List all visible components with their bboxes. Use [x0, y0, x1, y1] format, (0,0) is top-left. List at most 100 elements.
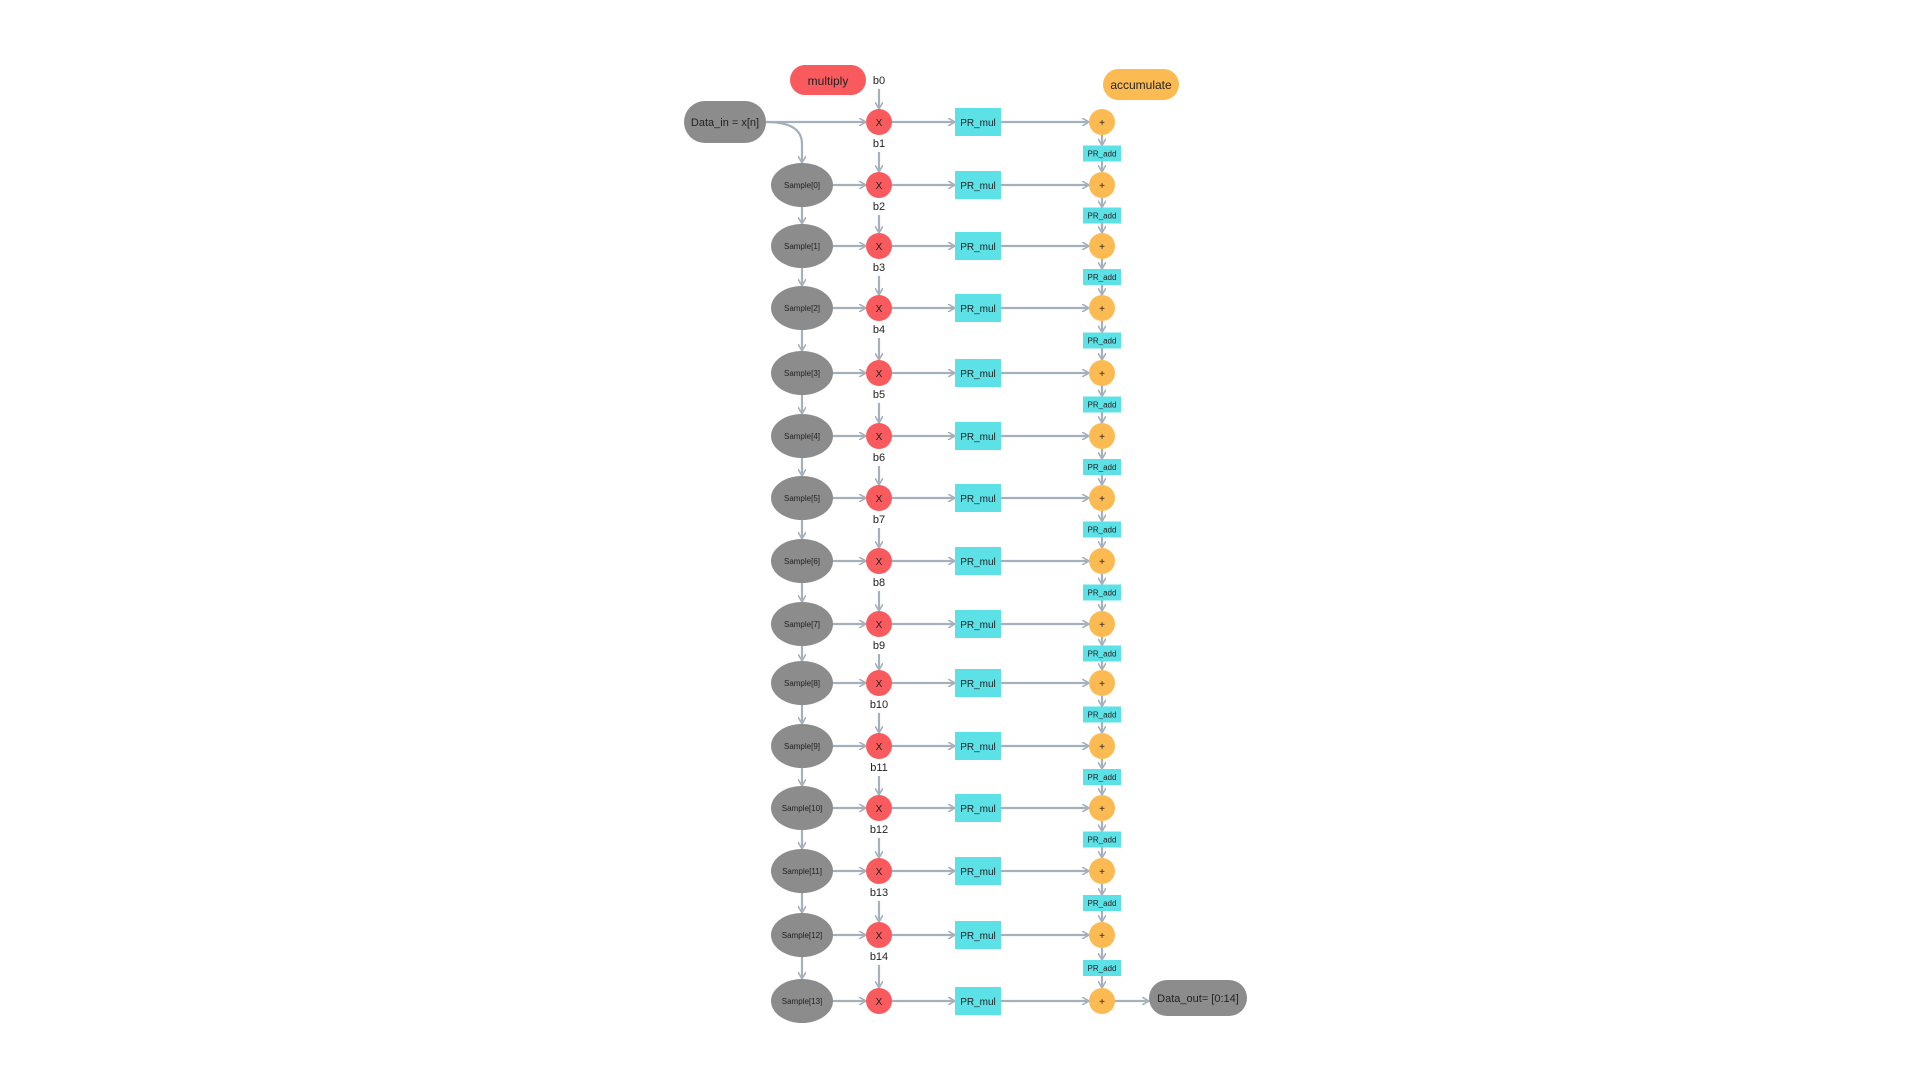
adder-symbol: +	[1099, 679, 1105, 690]
sample-label: Sample[9]	[784, 742, 820, 751]
sample-label: Sample[3]	[784, 369, 820, 378]
coefficient-label: b13	[870, 887, 888, 899]
sample-label: Sample[8]	[784, 679, 820, 688]
multiplier-symbol: X	[876, 118, 883, 129]
pr-mul-label: PR_mul	[960, 931, 996, 942]
input-to-sample-arrow	[765, 120, 802, 162]
data-out-label: Data_out= [0:14]	[1157, 993, 1239, 1005]
multiplier-symbol: X	[876, 432, 883, 443]
sample-label: Sample[11]	[782, 867, 822, 876]
sample-label: Sample[5]	[784, 494, 820, 503]
multiplier-symbol: X	[876, 867, 883, 878]
pr-mul-label: PR_mul	[960, 804, 996, 815]
coefficient-label: b4	[873, 324, 885, 336]
pr-add-label: PR_add	[1088, 212, 1117, 221]
sample-label: Sample[4]	[784, 432, 820, 441]
multiplier-node	[866, 795, 892, 821]
multiplier-node	[866, 922, 892, 948]
sample-node	[771, 786, 833, 830]
multiplier-node	[866, 172, 892, 198]
pr-add-label: PR_add	[1088, 711, 1117, 720]
sample-node	[771, 913, 833, 957]
pr-add-register	[1083, 269, 1121, 285]
pr-add-label: PR_add	[1088, 836, 1117, 845]
pr-mul-register	[955, 294, 1001, 322]
adder-symbol: +	[1099, 557, 1105, 568]
sample-label: Sample[6]	[784, 557, 820, 566]
pr-add-label: PR_add	[1088, 899, 1117, 908]
pr-mul-label: PR_mul	[960, 369, 996, 380]
pr-mul-label: PR_mul	[960, 867, 996, 878]
multiplier-symbol: X	[876, 931, 883, 942]
multiplier-symbol: X	[876, 804, 883, 815]
adder-node	[1089, 988, 1115, 1014]
adder-node	[1089, 858, 1115, 884]
coefficient-label: b11	[870, 762, 888, 774]
sample-node	[771, 979, 833, 1023]
pr-mul-label: PR_mul	[960, 181, 996, 192]
pr-add-label: PR_add	[1088, 526, 1117, 535]
multiplier-node	[866, 485, 892, 511]
pr-add-register	[1083, 645, 1121, 662]
pr-add-register	[1083, 706, 1121, 723]
pr-add-label: PR_add	[1088, 773, 1117, 782]
adder-symbol: +	[1099, 304, 1105, 315]
sample-node	[771, 351, 833, 395]
multiplier-node	[866, 858, 892, 884]
multiplier-symbol: X	[876, 242, 883, 253]
sample-node	[771, 602, 833, 646]
sample-node	[771, 163, 833, 207]
adder-symbol: +	[1099, 931, 1105, 942]
multiplier-symbol: X	[876, 557, 883, 568]
connection-arrows	[765, 89, 1148, 1001]
pr-add-register	[1083, 584, 1121, 601]
adder-symbol: +	[1099, 118, 1105, 129]
pr-add-label: PR_add	[1088, 589, 1117, 598]
multiplier-symbol: X	[876, 369, 883, 380]
multiplier-symbol: X	[876, 997, 883, 1008]
pr-add-label: PR_add	[1088, 401, 1117, 410]
coefficient-label: b3	[873, 262, 885, 274]
pr-mul-label: PR_mul	[960, 304, 996, 315]
data-in-label: Data_in = x[n]	[691, 117, 759, 129]
multiplier-symbol: X	[876, 620, 883, 631]
coefficient-label: b12	[870, 824, 888, 836]
coefficient-label: b1	[873, 138, 885, 150]
pr-mul-register	[955, 732, 1001, 760]
multiplier-node	[866, 670, 892, 696]
adder-node	[1089, 109, 1115, 135]
sample-node	[771, 476, 833, 520]
adder-symbol: +	[1099, 804, 1105, 815]
pr-mul-register	[955, 171, 1001, 199]
pr-mul-register	[955, 484, 1001, 512]
adder-symbol: +	[1099, 242, 1105, 253]
pr-mul-label: PR_mul	[960, 118, 996, 129]
coefficient-label: b5	[873, 389, 885, 401]
adder-symbol: +	[1099, 867, 1105, 878]
pr-mul-register	[955, 987, 1001, 1015]
sample-label: Sample[13]	[782, 997, 822, 1006]
pr-mul-register	[955, 422, 1001, 450]
legend-accumulate-label: accumulate	[1110, 78, 1172, 92]
pr-mul-register	[955, 359, 1001, 387]
pr-add-register	[1083, 521, 1121, 538]
coefficient-label: b7	[873, 514, 885, 526]
pr-add-label: PR_add	[1088, 337, 1117, 346]
pr-add-register	[1083, 145, 1121, 162]
pr-mul-register	[955, 857, 1001, 885]
adder-node	[1089, 233, 1115, 259]
adder-symbol: +	[1099, 620, 1105, 631]
multiplier-node	[866, 295, 892, 321]
